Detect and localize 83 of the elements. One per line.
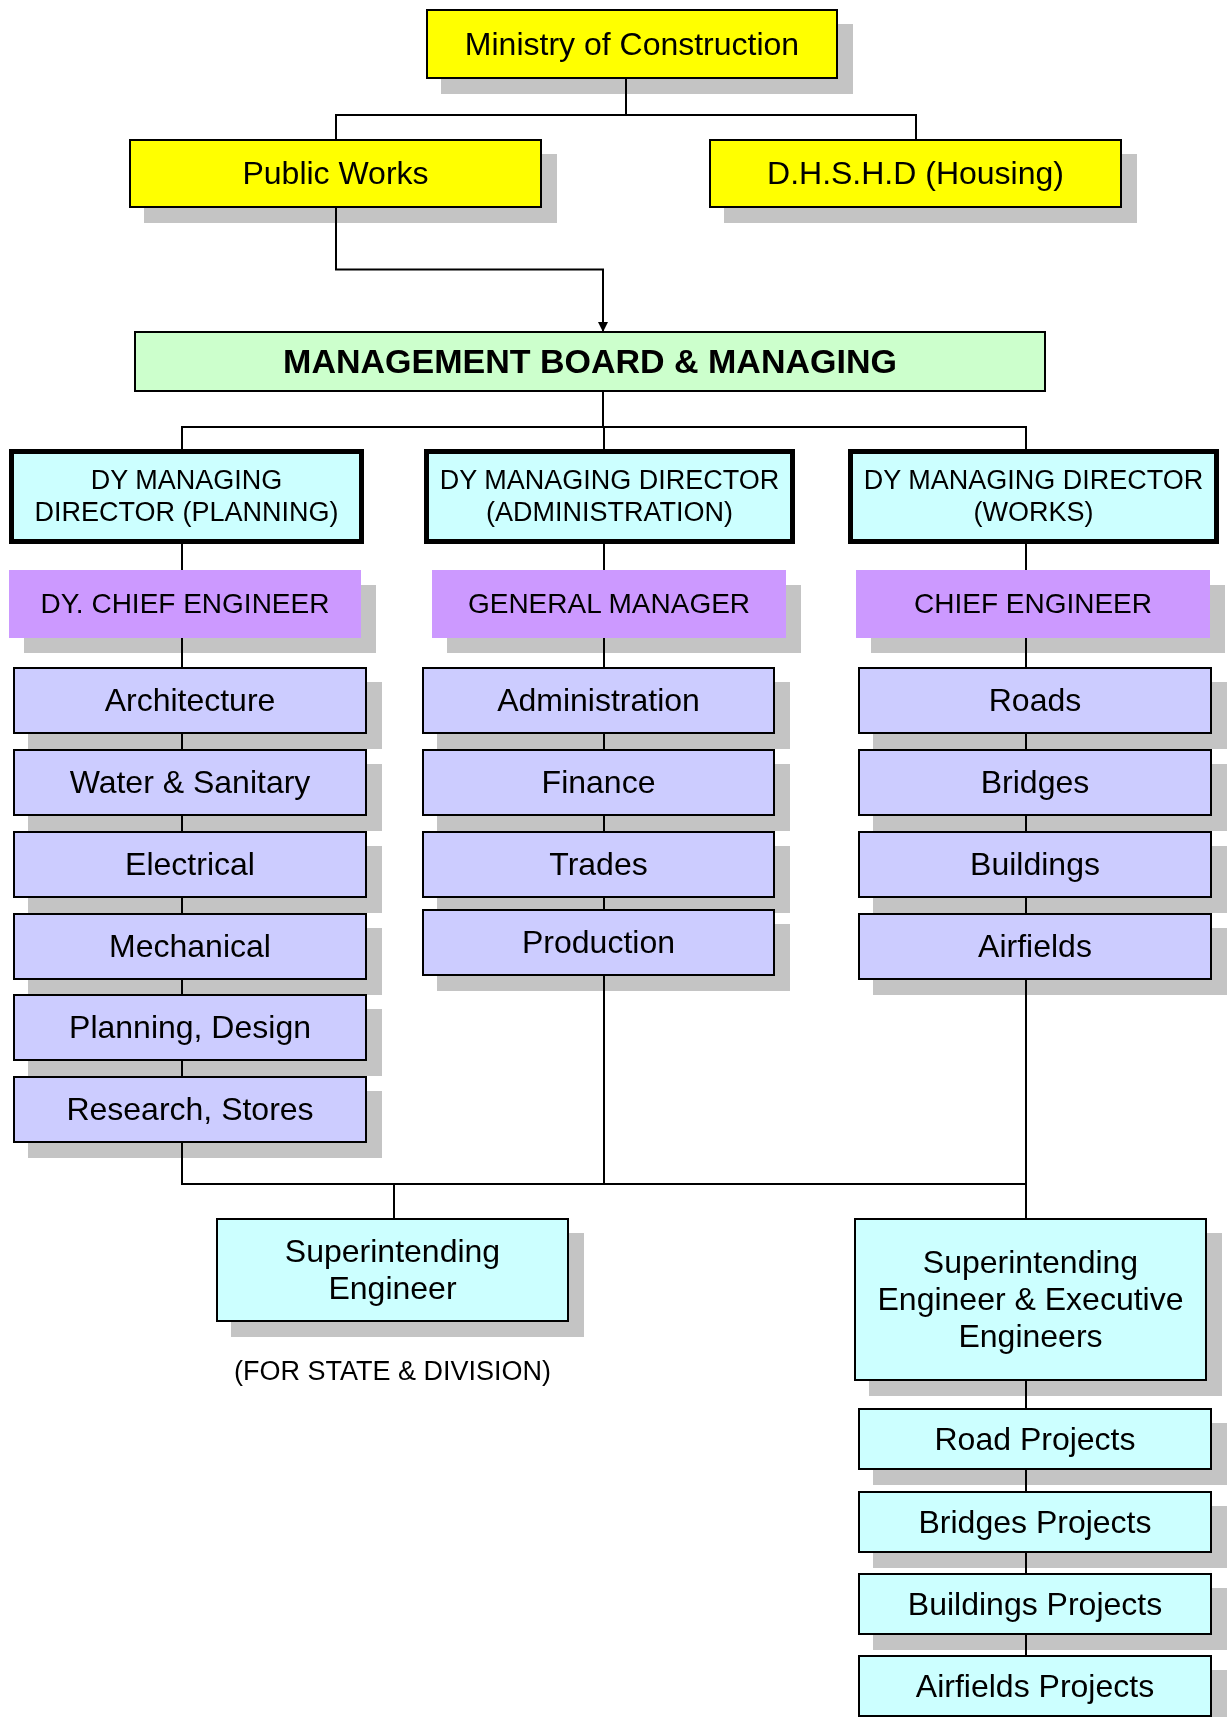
department-box — [13, 831, 367, 898]
project-box — [858, 1491, 1212, 1553]
project-box — [858, 1655, 1212, 1717]
box-label: Administration — [497, 682, 700, 719]
connector-line — [1025, 733, 1027, 750]
box-label: Public Works — [242, 155, 429, 192]
box-label: Airfields Projects — [915, 1667, 1155, 1705]
head-box — [9, 570, 361, 638]
connector-line — [181, 637, 183, 668]
director-box — [424, 449, 795, 544]
box-label: Research, Stores — [66, 1091, 314, 1128]
connector-line — [181, 979, 183, 995]
project-box — [858, 1573, 1212, 1635]
box-label: Mechanical — [109, 928, 271, 965]
box-label: Ministry of Construction — [464, 25, 800, 63]
box-label: DY MANAGING DIRECTOR (ADMINISTRATION) — [438, 465, 781, 528]
box-label: Buildings — [970, 846, 1100, 883]
connector-line — [603, 543, 605, 571]
department-box — [13, 1076, 367, 1143]
connector-line — [603, 897, 605, 910]
box-label: Water & Sanitary — [69, 764, 311, 801]
box-label: DY. CHIEF ENGINEER — [40, 587, 330, 621]
connector-line — [1025, 815, 1027, 832]
arrow — [335, 207, 608, 332]
box-label: Production — [522, 924, 675, 961]
box-label: Buildings Projects — [907, 1585, 1163, 1623]
department-box — [422, 749, 775, 816]
connector-line — [603, 637, 605, 668]
department-box — [858, 913, 1212, 980]
node-caption: (FOR STATE & DIVISION) — [233, 1356, 552, 1387]
department-box — [422, 667, 775, 734]
box-label: Architecture — [104, 682, 276, 719]
box-label: Bridges — [980, 764, 1090, 801]
department-box — [13, 994, 367, 1061]
box-label: Planning, Design — [69, 1009, 311, 1046]
box-label: Superintending Engineer — [283, 1233, 502, 1307]
box-label: CHIEF ENGINEER — [914, 587, 1152, 621]
connector-line — [181, 815, 183, 832]
department-box — [858, 749, 1212, 816]
box-label: Bridges Projects — [918, 1503, 1152, 1541]
connector-line — [181, 1060, 183, 1077]
connector-line — [603, 815, 605, 832]
ministry-box — [129, 139, 542, 208]
director-box — [848, 449, 1219, 544]
connector-line — [1025, 897, 1027, 914]
department-box — [13, 667, 367, 734]
project-box — [858, 1408, 1212, 1470]
box-label: Finance — [541, 764, 656, 801]
connector-line — [181, 733, 183, 750]
box-label: Superintending Engineer & Executive Engineers — [876, 1244, 1185, 1355]
engineer-box — [216, 1218, 569, 1322]
box-label: Trades — [549, 846, 648, 883]
connector-line — [1025, 1469, 1027, 1492]
box-label: Airfields — [978, 928, 1092, 965]
box-label: D.H.S.H.D (Housing) — [767, 155, 1064, 192]
connector-line — [1025, 1552, 1027, 1574]
connector-line — [1025, 543, 1027, 571]
department-box — [858, 667, 1212, 734]
engineer-box — [854, 1218, 1207, 1381]
department-box — [13, 913, 367, 980]
box-label: Roads — [988, 682, 1082, 719]
department-box — [422, 909, 775, 976]
head-box — [432, 570, 786, 638]
connector-line — [1025, 1634, 1027, 1656]
box-label: DY MANAGING DIRECTOR (WORKS) — [862, 465, 1205, 528]
department-box — [858, 831, 1212, 898]
connector-line — [603, 733, 605, 750]
department-box — [422, 831, 775, 898]
box-label: MANAGEMENT BOARD & MANAGING — [283, 341, 897, 382]
ministry-box — [426, 9, 838, 79]
head-box — [856, 570, 1210, 638]
connector-line — [181, 543, 183, 571]
box-label: DY MANAGING DIRECTOR (PLANNING) — [33, 465, 340, 528]
box-label: Road Projects — [934, 1420, 1136, 1458]
box-label: GENERAL MANAGER — [467, 587, 751, 621]
connector-line — [1025, 1380, 1027, 1409]
connector-line — [1025, 637, 1027, 668]
director-box — [9, 449, 364, 544]
ministry-box — [709, 139, 1122, 208]
board-box — [134, 331, 1046, 392]
box-label: Electrical — [125, 846, 255, 883]
connector-line — [181, 897, 183, 914]
department-box — [13, 749, 367, 816]
